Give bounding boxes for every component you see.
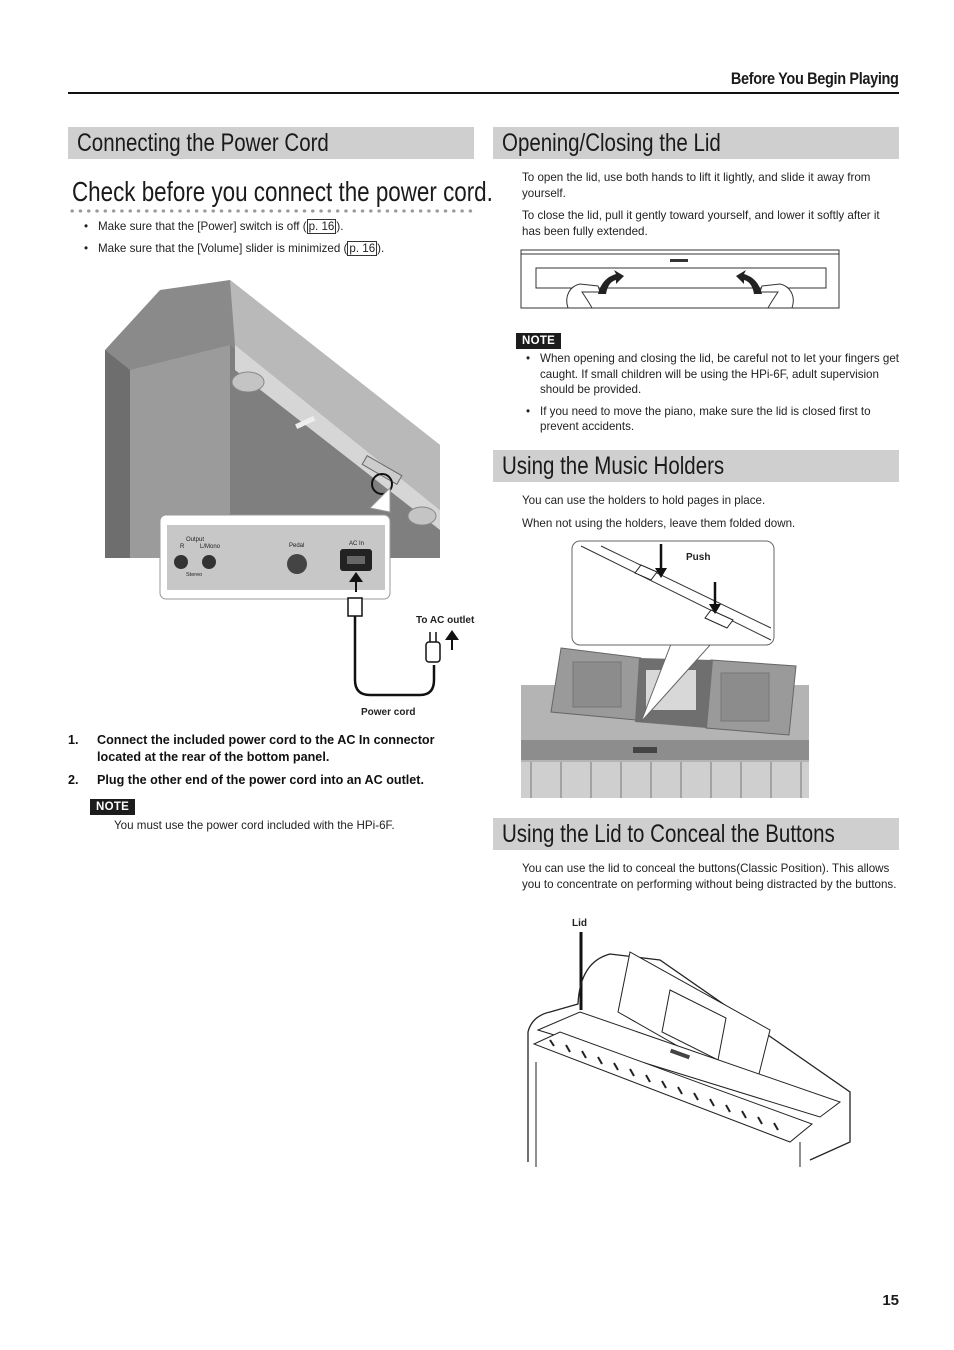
output-r-jack-icon <box>174 555 188 569</box>
label-lid: Lid <box>572 918 587 929</box>
page-number: 15 <box>882 1292 899 1309</box>
edge-line <box>580 545 772 641</box>
arrow-up-icon <box>349 572 363 582</box>
piano-outline <box>527 953 851 1162</box>
label-output: Output <box>186 537 204 543</box>
speaker-icon <box>231 371 265 393</box>
piano-leg <box>105 350 130 558</box>
bullet-item: •If you need to move the piano, make sur… <box>526 404 871 434</box>
holder-plate <box>572 661 622 708</box>
label-lmono: L/Mono <box>200 544 221 550</box>
power-connection-figure: Output R L/Mono Stereo Pedal AC In To AC… <box>105 280 475 718</box>
lid-paragraphs: To open the lid, use both hands to lift … <box>522 170 899 239</box>
cord-plug-icon <box>347 597 363 617</box>
paragraph: To open the lid, use both hands to lift … <box>522 171 871 200</box>
brand-logo-icon <box>633 747 657 753</box>
label-power-cord: Power cord <box>361 707 415 718</box>
piano-top-shape <box>105 280 440 550</box>
arrow-curve-icon <box>598 270 624 294</box>
piano-keys <box>521 762 809 798</box>
label-r: R <box>180 544 185 550</box>
output-l-jack-icon <box>202 555 216 569</box>
piano-lid-top <box>536 1011 842 1118</box>
note-badge: NOTE <box>516 333 562 349</box>
callout-circle <box>371 473 393 495</box>
brand-logo-icon <box>669 1048 691 1060</box>
page-ref-link[interactable]: p. 16 <box>347 240 378 256</box>
section-heading-power-cord: Connecting the Power Cord <box>68 127 474 159</box>
piano-side-panel <box>230 280 440 510</box>
label-to-ac-outlet: To AC outlet <box>416 615 475 626</box>
piano-front <box>130 345 230 558</box>
ac-in-socket-pins <box>347 556 365 564</box>
section-heading-lid: Opening/Closing the Lid <box>493 127 899 159</box>
bullet-item: • Make sure that the [Power] switch is o… <box>84 219 344 234</box>
power-bullets: • Make sure that the [Power] switch is o… <box>84 219 474 256</box>
push-arrow-icon <box>709 604 721 614</box>
section-heading-music-holders: Using the Music Holders <box>493 450 899 482</box>
bullet-item: • Make sure that the [Volume] slider is … <box>84 240 385 256</box>
page-ref-link[interactable]: p. 16 <box>306 219 337 234</box>
step-item: 2.Plug the other end of the power cord i… <box>68 773 424 787</box>
holder-clip-icon <box>634 564 658 581</box>
label-ac-in: AC In <box>349 541 364 547</box>
label-stereo: Stereo <box>186 572 202 578</box>
vent-slot <box>295 415 316 429</box>
label-pedal: Pedal <box>289 543 304 549</box>
paragraph: When not using the holders, leave them f… <box>522 516 796 530</box>
bullet-item: •When opening and closing the lid, be ca… <box>526 352 899 396</box>
subheading-check-before: Check before you connect the power cord. <box>72 176 493 207</box>
paragraph: To close the lid, pull it gently toward … <box>522 209 880 238</box>
arrow-up-icon <box>445 630 459 640</box>
callout-pointer <box>368 486 391 513</box>
header-rule <box>68 92 899 94</box>
power-steps: 1.Connect the included power cord to the… <box>68 732 474 789</box>
edge-line <box>600 545 772 629</box>
paragraph: You can use the holders to hold pages in… <box>522 494 766 507</box>
holder-clip-icon <box>704 609 734 629</box>
note-badge: NOTE <box>90 799 136 815</box>
speaker-icon <box>407 506 437 526</box>
brand-logo-icon <box>670 259 688 262</box>
holder-plate <box>720 672 770 722</box>
section-heading-conceal-buttons: Using the Lid to Conceal the Buttons <box>493 818 899 850</box>
step-item: 1.Connect the included power cord to the… <box>68 733 435 764</box>
lid-conceal-figure: Lid <box>527 918 851 1167</box>
key-lines <box>530 762 802 798</box>
pedal-jack-icon <box>287 554 307 574</box>
label-push: Push <box>686 552 710 563</box>
push-arrow-icon <box>655 568 667 578</box>
dotted-rule <box>68 209 474 213</box>
piano-keyboard <box>532 1031 813 1143</box>
music-holders-figure: Push <box>521 540 809 798</box>
conceal-paragraph: You can use the lid to conceal the butto… <box>522 862 897 891</box>
power-note-text: You must use the power cord included wit… <box>114 819 395 832</box>
lid-open-close-figure <box>520 249 840 309</box>
running-header: Before You Begin Playing <box>731 70 899 88</box>
lid-notes: •When opening and closing the lid, be ca… <box>526 351 899 435</box>
bottom-panel-face <box>235 345 440 530</box>
arrow-curve-icon <box>736 270 762 294</box>
piano-fallboard <box>521 740 809 760</box>
holders-paragraphs: You can use the holders to hold pages in… <box>522 493 899 531</box>
power-cord-line <box>353 616 436 697</box>
black-keys <box>549 1039 779 1131</box>
wall-plug-icon <box>425 641 441 663</box>
